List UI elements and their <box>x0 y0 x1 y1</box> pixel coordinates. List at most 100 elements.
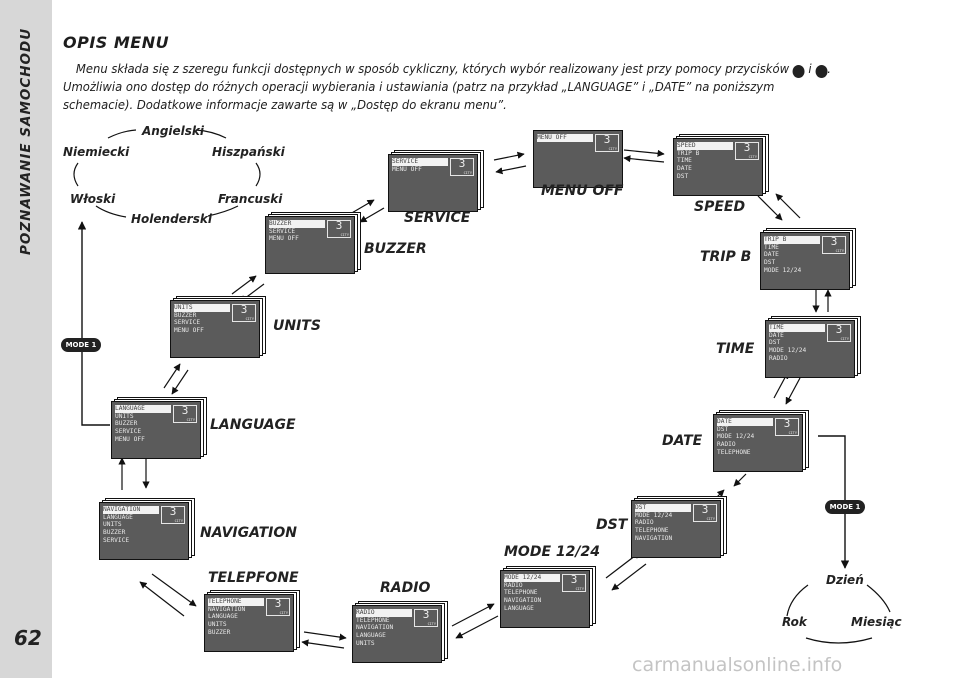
page-number: 62 <box>14 626 42 650</box>
mode-1-button-left[interactable]: MODE 1 <box>61 338 101 352</box>
language-french: Francuski <box>218 192 283 206</box>
arrow-backward <box>623 155 665 163</box>
menu-item: LANGUAGE <box>504 604 534 612</box>
menu-item: UNITS <box>208 621 227 629</box>
menu-item: SERVICE <box>269 227 296 235</box>
menu-item: DST <box>764 259 776 267</box>
gear-caption: CITY <box>245 317 254 321</box>
menu-item: TELEPHONE <box>717 448 751 456</box>
arrow-forward <box>231 275 257 295</box>
language-italian: Włoski <box>70 192 116 206</box>
menu-item: BUZZER <box>115 420 138 428</box>
menu-item: NAVIGATION <box>504 597 542 605</box>
language-spanish: Hiszpański <box>212 145 285 159</box>
menu-item: RADIO <box>356 609 412 617</box>
plus-button-icon: + <box>792 65 814 78</box>
intro-text-2: . Umożliwia ono dostęp do różnych operac… <box>63 61 831 112</box>
label-radio: RADIO <box>380 580 431 596</box>
gear-digit: 3 <box>169 505 177 518</box>
menu-item: DATE <box>677 165 692 173</box>
arrow-forward <box>151 573 197 607</box>
menu-item: SPEED <box>677 142 733 150</box>
arrow-forward <box>757 195 783 221</box>
menu-item: RADIO <box>504 581 523 589</box>
menu-item: MODE 12/24 <box>717 433 755 441</box>
label-units: UNITS <box>273 318 321 334</box>
label-dst: DST <box>596 517 628 533</box>
menu-item: LANGUAGE <box>208 613 238 621</box>
menu-item: TRIP B <box>677 149 700 157</box>
gear-caption: CITY <box>463 171 472 175</box>
gear-caption: CITY <box>608 147 617 151</box>
intro-paragraph: Menu składa się z szeregu funkcji dostęp… <box>63 60 837 114</box>
arrow-backward <box>359 207 385 223</box>
menu-item: RADIO <box>769 354 788 362</box>
arrow-backward <box>139 581 185 617</box>
watermark: carmanualsonline.info <box>632 654 843 676</box>
date-unit-month: Miesiąc <box>851 615 902 629</box>
date-cycle <box>786 584 891 644</box>
gear-caption: CITY <box>788 431 797 435</box>
language-german: Niemiecki <box>63 145 130 159</box>
menu-item: MODE 12/24 <box>635 511 673 519</box>
menu-item: SERVICE <box>115 428 142 436</box>
menu-item: DATE <box>769 331 784 339</box>
gear-caption: CITY <box>186 418 195 422</box>
menu-item: TELEPHONE <box>635 527 669 535</box>
menu-item: LANGUAGE <box>103 513 133 521</box>
gear-digit: 3 <box>603 133 611 146</box>
gear-caption: CITY <box>340 233 349 237</box>
gear-digit: 3 <box>783 417 791 430</box>
arrow-backward <box>733 473 747 487</box>
menu-item: MENU OFF <box>392 165 422 173</box>
menu-item: TIME <box>764 243 779 251</box>
label-time: TIME <box>716 341 755 357</box>
label-service: SERVICE <box>404 210 471 226</box>
menu-item: BUZZER <box>103 529 126 537</box>
menu-item: LANGUAGE <box>115 405 171 413</box>
mode-1-button-right[interactable]: MODE 1 <box>825 500 865 514</box>
menu-item: TELEPHONE <box>356 616 390 624</box>
menu-item: MODE 12/24 <box>504 574 560 582</box>
menu-item: MODE 12/24 <box>769 347 807 355</box>
menu-item: SERVICE <box>174 319 201 327</box>
menu-item: DST <box>769 339 781 347</box>
arrow-forward <box>349 199 375 215</box>
gear-digit: 3 <box>240 303 248 316</box>
gear-digit: 3 <box>835 323 843 336</box>
menu-item: UNITS <box>115 412 134 420</box>
menu-item: NAVIGATION <box>208 605 246 613</box>
sidebar: POZNAWANIE SAMOCHODU 62 <box>0 0 52 678</box>
menu-item: MENU OFF <box>115 435 145 443</box>
gear-digit: 3 <box>743 141 751 154</box>
label-date: DATE <box>662 433 703 449</box>
menu-item: TELEPHONE <box>208 598 264 606</box>
